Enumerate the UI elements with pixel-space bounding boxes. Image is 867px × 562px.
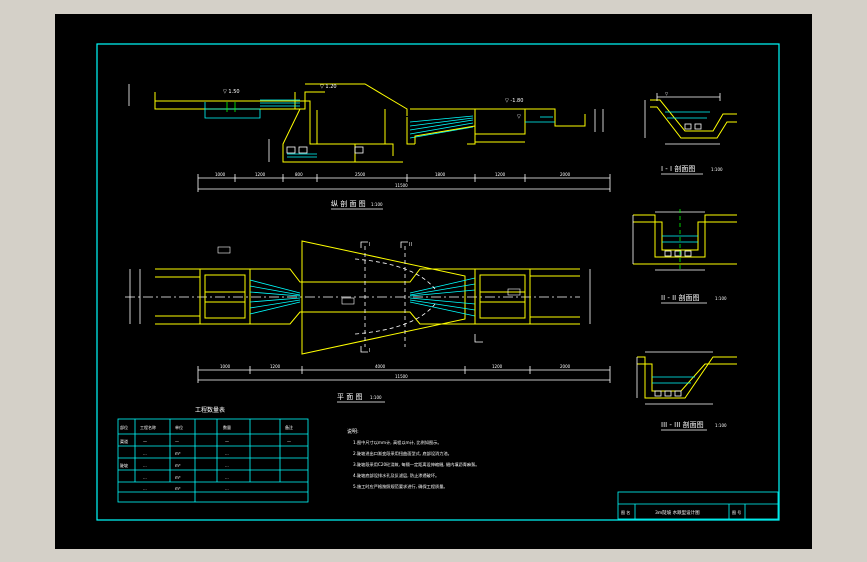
svg-text:1200: 1200 — [492, 364, 503, 369]
table-cell-r2c1: ... — [143, 463, 147, 468]
table-cell-r0c3: — — [225, 439, 229, 444]
svg-text:11500: 11500 — [395, 183, 408, 188]
section-1-caption: I - I 剖面图 1:100 — [661, 164, 723, 175]
svg-text:800: 800 — [295, 172, 303, 177]
svg-text:▽: ▽ — [665, 91, 669, 96]
table-cell-r2c0: 陡坡 — [120, 462, 128, 468]
table-cell-r2c3: ... — [225, 463, 229, 468]
table-cell-r2c2: m³ — [175, 463, 181, 468]
table-cell-r1c3: ... — [225, 451, 229, 456]
svg-text:2000: 2000 — [560, 364, 571, 369]
longitudinal-scale: 1:100 — [371, 202, 383, 207]
table-cell-r4c2: m³ — [175, 486, 181, 491]
plan-view: 1000 1200 4000 1200 2000 11500 — [125, 240, 611, 383]
title-block-name-label: 图 名 — [621, 509, 630, 515]
svg-text:1000: 1000 — [215, 172, 226, 177]
section-1-view: ▽ — [644, 91, 737, 145]
longitudinal-caption: 纵 剖 面 图 1:100 — [331, 199, 383, 210]
section-3-scale: 1:100 — [715, 423, 727, 428]
table-cell-r3c3: ... — [225, 475, 229, 480]
plan-title: 平 面 图 — [337, 393, 362, 401]
table-cell-r0c0: 渠道 — [120, 438, 128, 444]
svg-text:1800: 1800 — [435, 172, 446, 177]
longitudinal-section-view: ▽ 1.50 ▽ 1.20 ▽ -1.80 ▽ 1000 1200 800 25… — [128, 83, 611, 192]
section-3-caption: III - III 剖面图 1:100 — [661, 420, 727, 431]
section-2-scale: 1:100 — [715, 296, 727, 301]
svg-text:4000: 4000 — [375, 364, 386, 369]
section-mark-1-bottom: I — [369, 348, 370, 354]
table-header-2: 单位 — [175, 424, 183, 430]
plan-caption: 平 面 图 1:100 — [337, 393, 385, 403]
table-header-0: 部位 — [120, 424, 128, 430]
svg-text:2000: 2000 — [560, 172, 571, 177]
svg-text:2500: 2500 — [355, 172, 366, 177]
longitudinal-title: 纵 剖 面 图 — [331, 199, 366, 208]
table-cell-r4c1: ... — [143, 486, 147, 491]
section-marks: I I II — [360, 241, 483, 354]
svg-text:▽: ▽ — [517, 114, 521, 120]
table-cell-r0c4: — — [287, 439, 291, 444]
table-header-4: 备注 — [285, 424, 293, 430]
svg-text:1200: 1200 — [270, 364, 281, 369]
table-cell-r0c1: — — [143, 439, 147, 444]
table-title: 工程数量表 — [195, 406, 225, 414]
section-1-scale: 1:100 — [711, 167, 723, 172]
note-line-3: 3.陡坡段采用C20砼浇筑, 每隔一定距离设伸缩缝, 缝内填沥青麻絮。 — [353, 461, 479, 468]
note-line-4: 4.陡坡底部设排水孔及反滤层, 防止渗透破坏。 — [353, 472, 439, 479]
notes-heading: 说明: — [347, 428, 359, 435]
section-2-title: II - II 剖面图 — [661, 293, 699, 302]
table-cell-r1c2: m³ — [175, 451, 181, 456]
svg-text:1200: 1200 — [495, 172, 506, 177]
section-2-view — [632, 209, 737, 271]
svg-text:11500: 11500 — [395, 374, 408, 379]
note-line-2: 2.陡坡进出口渐变段采用扭曲面型式, 底部设消力池。 — [353, 450, 452, 457]
table-header-1: 工程名称 — [140, 424, 156, 430]
section-3-view — [636, 351, 737, 405]
plan-scale: 1:100 — [370, 395, 382, 400]
svg-text:▽ 1.20: ▽ 1.20 — [320, 84, 337, 90]
table-cell-r1c1: ... — [143, 451, 147, 456]
note-line-5: 5.施工时应严格按照规范要求进行, 确保工程质量。 — [353, 483, 448, 490]
table-cell-r4c3: ... — [225, 486, 229, 491]
section-3-title: III - III 剖面图 — [661, 420, 704, 429]
table-header-3: 数量 — [223, 424, 231, 430]
section-1-title: I - I 剖面图 — [661, 164, 695, 173]
drawing-border — [96, 43, 780, 521]
cad-viewport[interactable]: ▽ 1.50 ▽ 1.20 ▽ -1.80 ▽ 1000 1200 800 25… — [55, 14, 812, 549]
table-cell-r0c2: — — [175, 439, 179, 444]
note-line-1: 1.图中尺寸以mm计, 高程以m计, 比例如图示。 — [353, 439, 442, 446]
title-block-number-label: 图 号 — [732, 509, 741, 515]
notes-block: 说明: 1.图中尺寸以mm计, 高程以m计, 比例如图示。 2.陡坡进出口渐变段… — [347, 428, 479, 490]
section-2-caption: II - II 剖面图 1:100 — [661, 293, 727, 304]
section-mark-1-top: I — [369, 242, 370, 248]
section-mark-2-top: II — [409, 242, 412, 248]
table-cell-r3c2: m³ — [175, 475, 181, 480]
cad-drawing-canvas[interactable]: ▽ 1.50 ▽ 1.20 ▽ -1.80 ▽ 1000 1200 800 25… — [55, 14, 812, 549]
table-cell-r3c1: ... — [143, 475, 147, 480]
svg-text:1000: 1000 — [220, 364, 231, 369]
svg-text:1200: 1200 — [255, 172, 266, 177]
quantity-table: 工程数量表 部位 工程名称 单位 数量 备注 渠道 — — — — ... m³… — [117, 406, 309, 503]
title-block: 图 名 3m陡坡 水跌型设计图 图 号 — [617, 491, 779, 520]
svg-text:▽ 1.50: ▽ 1.50 — [223, 89, 240, 95]
drawing-title: 3m陡坡 水跌型设计图 — [655, 509, 700, 516]
svg-text:▽ -1.80: ▽ -1.80 — [505, 98, 523, 104]
